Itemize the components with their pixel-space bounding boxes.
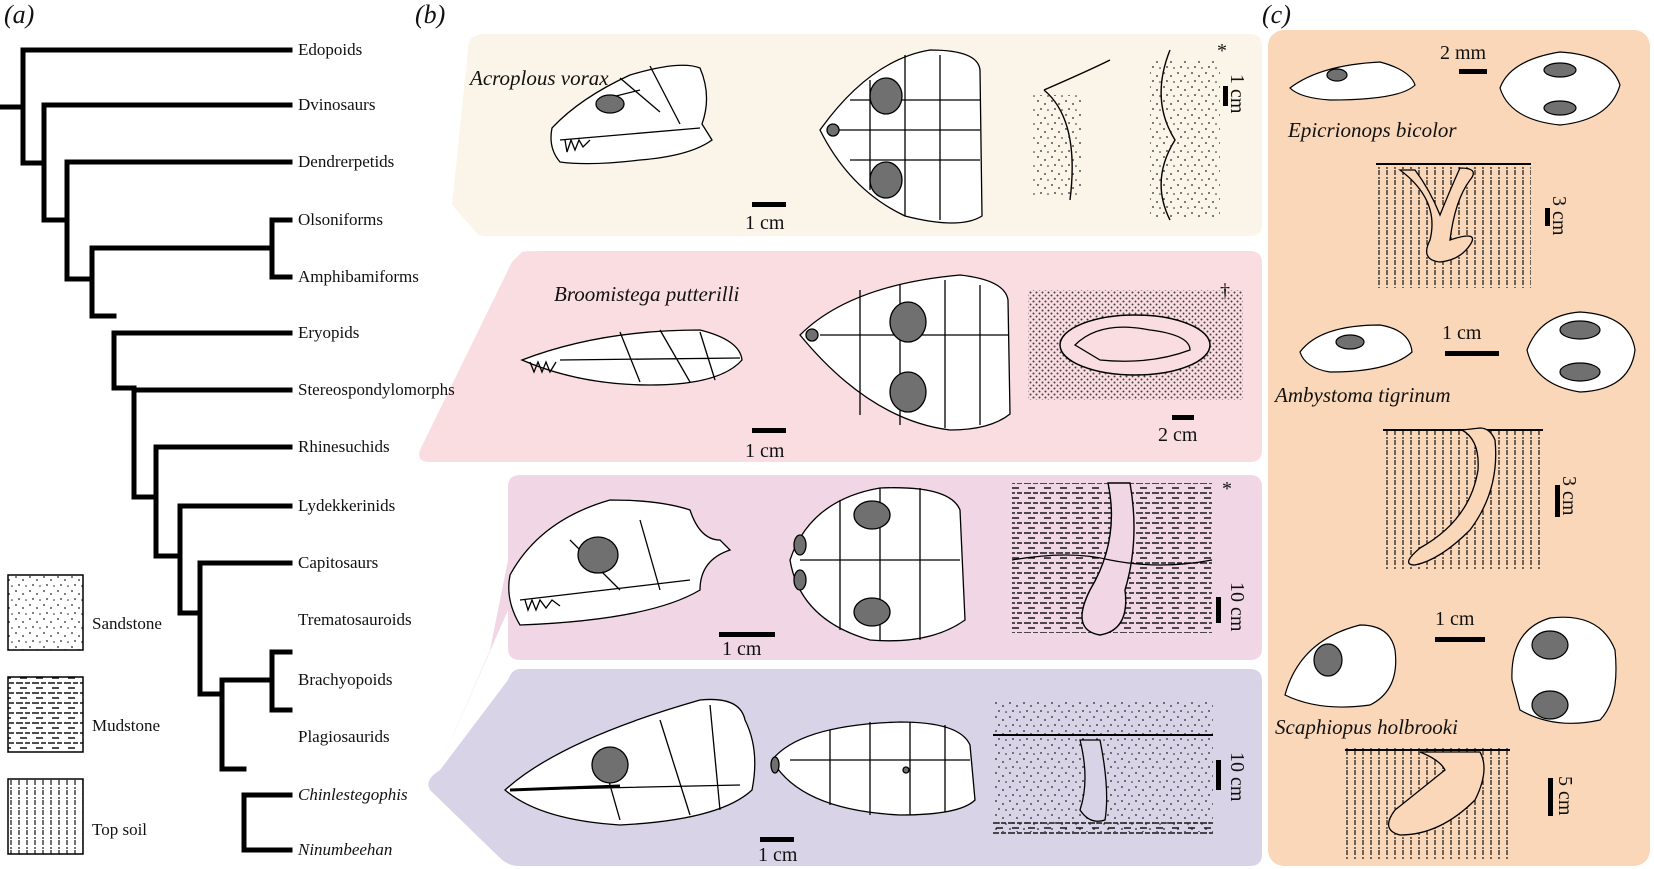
c1-burrow-scalebar <box>1545 208 1550 226</box>
scaphiopus-lateral-skull <box>1284 624 1397 708</box>
epicrionops-burrow-diagram <box>1376 163 1531 288</box>
c3-species-name: Scaphiopus holbrooki <box>1275 715 1458 739</box>
taxon-olsoniforms: Olsoniforms <box>298 210 383 229</box>
taxon-plagiosaurids: Plagiosaurids <box>298 727 390 746</box>
taxon-stereospondylomorphs: Stereospondylomorphs <box>298 380 455 399</box>
c2-skull-scale-label: 1 cm <box>1442 322 1482 344</box>
taxon-eryopids: Eryopids <box>298 323 360 342</box>
row3-skull-scalebar <box>719 632 775 637</box>
row3-burrow-scale-label: 10 cm <box>1226 582 1248 632</box>
panel-c-label: (c) <box>1262 0 1291 29</box>
row2-burrow-scalebar <box>1172 415 1194 420</box>
taxon-ninumbeehan: Ninumbeehan <box>298 840 393 859</box>
panel-a-label: (a) <box>4 0 35 29</box>
acroplous-dorsal-skull <box>819 49 983 224</box>
row4-lateral-skull <box>504 698 756 826</box>
row1-skull-scale-label: 1 cm <box>745 212 785 234</box>
phylogeny-tree <box>0 47 293 853</box>
taxon-chinlestegophis: Chinlestegophis <box>298 785 408 804</box>
legend-topsoil-label: Top soil <box>92 820 148 839</box>
row4-burrow-scalebar <box>1216 760 1221 790</box>
taxon-dvinosaurs: Dvinosaurs <box>298 95 376 114</box>
row4-dorsal-skull <box>770 721 976 816</box>
legend-sandstone-swatch <box>7 574 84 651</box>
row1-species-name: Acroplous vorax <box>470 66 609 90</box>
acroplous-lateral-skull <box>550 64 713 165</box>
taxon-rhinesuchids: Rhinesuchids <box>298 437 390 456</box>
taxon-trematosauroids: Trematosauroids <box>298 610 412 629</box>
row4-skull-scale-label: 1 cm <box>758 844 798 866</box>
taxon-edopoids: Edopoids <box>298 40 363 59</box>
row3-skull-scale-label: 1 cm <box>722 638 762 660</box>
row4-burrow-diagram <box>993 702 1213 834</box>
row2-burrow-scale-label: 2 cm <box>1158 424 1198 446</box>
legend-mudstone-label: Mudstone <box>92 716 160 735</box>
row2-skull-scalebar <box>752 428 786 433</box>
row3-burrow-diagram <box>1011 482 1213 636</box>
epicrionops-dorsal-skull <box>1499 51 1621 126</box>
panel-b-label: (b) <box>415 0 446 29</box>
broomistega-dorsal-skull <box>799 274 1011 431</box>
legend-sandstone-label: Sandstone <box>92 614 162 633</box>
c3-skull-scale-label: 1 cm <box>1435 608 1475 630</box>
ambystoma-dorsal-skull <box>1526 311 1636 393</box>
c1-skull-scalebar <box>1459 69 1487 74</box>
c1-skull-scale-label: 2 mm <box>1440 42 1487 64</box>
taxon-brachyopoids: Brachyopoids <box>298 670 393 689</box>
row1-mark: * <box>1217 40 1227 62</box>
row4-skull-scalebar <box>760 837 794 842</box>
c1-burrow-scale-label: 3 cm <box>1548 196 1570 236</box>
legend-topsoil-swatch <box>7 778 84 855</box>
c2-skull-scalebar <box>1445 351 1499 356</box>
row3-mark: * <box>1222 478 1232 500</box>
c1-species-name: Epicrionops bicolor <box>1288 118 1457 142</box>
row3-lateral-skull <box>508 499 732 626</box>
taxon-capitosaurs: Capitosaurs <box>298 553 379 572</box>
row1-skull-scalebar <box>752 202 786 207</box>
ambystoma-lateral-skull <box>1299 324 1413 373</box>
broomistega-lateral-skull <box>520 329 743 386</box>
row3-burrow-scalebar <box>1216 597 1221 623</box>
taxon-amphibamiforms: Amphibamiforms <box>298 267 419 286</box>
ambystoma-burrow-diagram <box>1383 427 1543 570</box>
legend-mudstone-swatch <box>7 676 84 753</box>
scaphiopus-burrow-diagram <box>1345 748 1510 860</box>
c2-burrow-scale-label: 3 cm <box>1558 476 1580 516</box>
row1-burrow-scale-label: 1 cm <box>1226 74 1248 114</box>
row4-burrow-scale-label: 10 cm <box>1226 752 1248 802</box>
row2-mark: † <box>1220 280 1230 302</box>
acroplous-burrow-diagram <box>1032 49 1220 221</box>
taxon-lydekkerinids: Lydekkerinids <box>298 496 396 515</box>
row2-skull-scale-label: 1 cm <box>745 440 785 462</box>
c3-skull-scalebar <box>1435 637 1485 642</box>
epicrionops-lateral-skull <box>1289 61 1416 101</box>
row2-species-name: Broomistega putterilli <box>554 282 740 306</box>
c3-burrow-scalebar <box>1548 778 1553 816</box>
row3-dorsal-skull <box>789 487 966 642</box>
taxon-dendrerpetids: Dendrerpetids <box>298 152 395 171</box>
c2-burrow-scalebar <box>1555 485 1560 517</box>
broomistega-burrow-diagram <box>1028 290 1243 400</box>
c2-species-name: Ambystoma tigrinum <box>1275 383 1451 407</box>
row1-burrow-scalebar <box>1223 86 1228 106</box>
scaphiopus-dorsal-skull <box>1511 616 1617 724</box>
c3-burrow-scale-label: 5 cm <box>1554 776 1576 816</box>
